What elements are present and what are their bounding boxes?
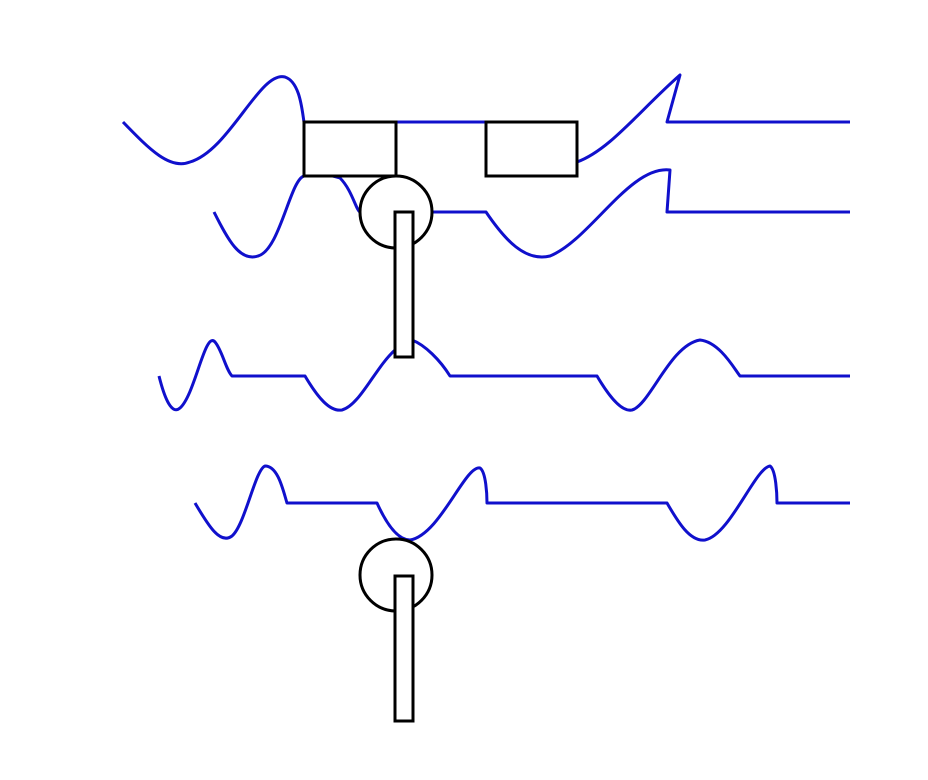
box-left: [302, 120, 398, 178]
box-right: [484, 120, 579, 178]
trace-4: [193, 464, 850, 542]
probe-upper: [393, 210, 415, 359]
trace-1: [121, 73, 850, 166]
trace-2: [212, 168, 850, 259]
trace-3: [157, 338, 850, 412]
probe-lower: [393, 574, 415, 723]
